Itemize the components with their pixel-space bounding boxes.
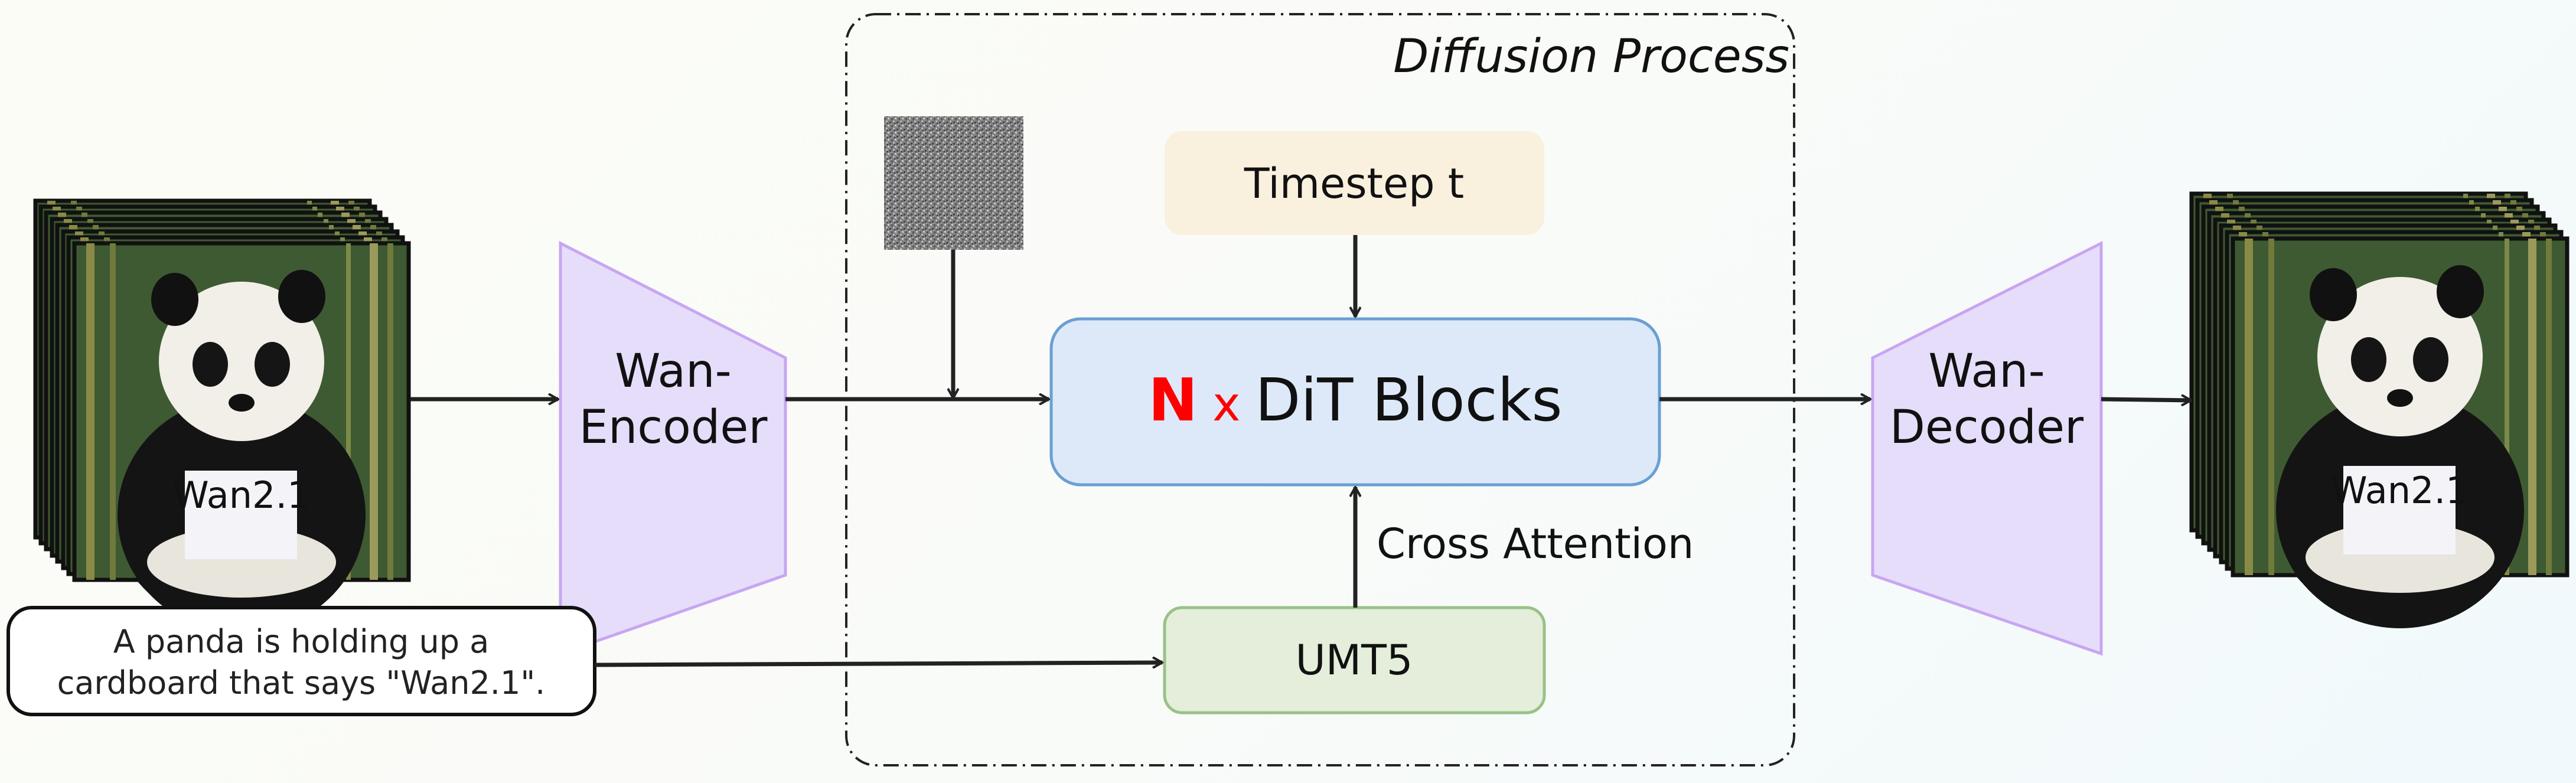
cross-attention-label: Cross Attention: [1377, 520, 1694, 568]
sign-text: Wan2.1: [2331, 469, 2469, 512]
dit-multiplier: x: [1212, 377, 1240, 432]
prompt-line2: cardboard that says "Wan2.1".: [57, 664, 546, 702]
umt5-label: UMT5: [1296, 636, 1413, 684]
input-video-frames: Wan2.1: [35, 201, 409, 633]
dit-n-count: N: [1148, 366, 1198, 435]
timestep-box: [1165, 131, 1544, 235]
output-video-frames: Wan2.1: [2192, 194, 2567, 628]
text-prompt-box: [6, 606, 596, 716]
dit-blocks-box: [1049, 317, 1661, 487]
gaussian-noise-image: [884, 116, 1023, 250]
sign-text: Wan2.1: [172, 474, 310, 517]
dit-blocks-text: DiT Blocks: [1255, 366, 1562, 435]
diffusion-process-label: Diffusion Process: [1393, 30, 1789, 83]
video-frame-front: [74, 243, 409, 633]
encoder-label-line2: Encoder: [579, 401, 768, 454]
diffusion-process-region: [845, 13, 1795, 766]
arrow-prompt-to-umt5: [594, 663, 1162, 665]
encoder-label-line1: Wan-: [615, 345, 732, 398]
timestep-label: Timestep t: [1244, 159, 1464, 208]
decoder-label-line1: Wan-: [1928, 345, 2045, 398]
video-frame-front: [2233, 239, 2567, 628]
arrow-decoder-to-video: [2101, 399, 2191, 400]
wan-decoder-block: [1871, 240, 2103, 656]
prompt-line1: A panda is holding up a: [113, 623, 490, 660]
wan-encoder-block: [559, 240, 787, 656]
decoder-label-line2: Decoder: [1890, 401, 2084, 454]
